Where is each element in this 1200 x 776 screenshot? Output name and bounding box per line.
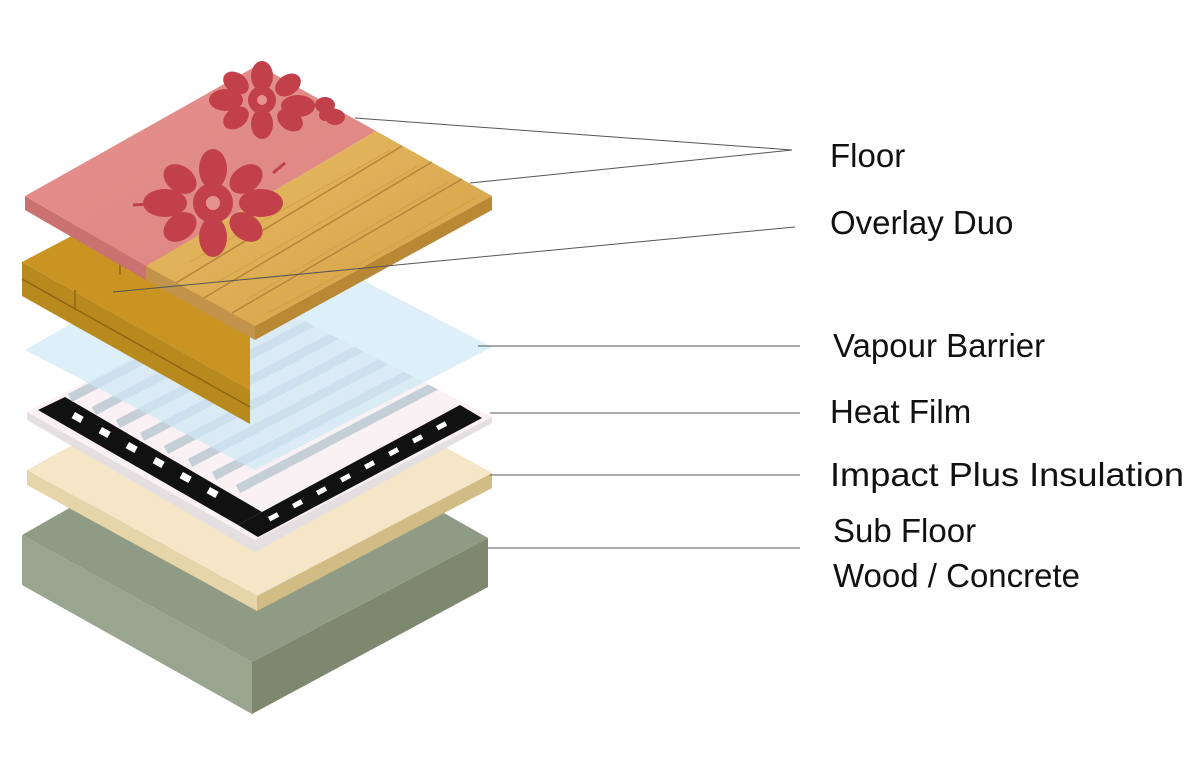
heat-film-left-slots [71,412,219,498]
subfloor-right-face [252,538,488,714]
label-sub-floor: Sub Floor [833,512,976,549]
wood-plank-seam-2 [203,161,433,299]
wood-plank-seam-3 [231,178,463,314]
leader-lines [112,117,800,549]
wood-plank-seam-1 [175,145,403,284]
wood-floor-panel [146,131,492,340]
overlay-groove-1 [21,278,251,408]
leader-line-overlay [112,226,796,293]
label-heat-film: Heat Film [830,393,971,430]
label-wood-concrete: Wood / Concrete [833,557,1080,594]
wood-left-face [146,266,255,340]
insulation-left-face [27,470,257,611]
flower-pattern-icon [315,97,345,125]
wood-grain-icon [189,149,476,313]
pink-floor-panel [25,61,376,280]
leader-line-floor-b [469,149,793,184]
wood-top-face [146,131,492,326]
label-floor: Floor [830,137,905,174]
flower-pattern-icon [209,61,315,139]
label-impact-plus-insulation: Impact Plus Insulation [830,456,1184,493]
label-overlay-duo: Overlay Duo [830,204,1013,241]
leader-line-floor-a [354,117,793,151]
layer-labels: Floor Overlay Duo Vapour Barrier Heat Fi… [830,137,1184,594]
label-vapour-barrier: Vapour Barrier [833,327,1045,364]
flower-pattern-icon [132,149,286,257]
heat-film-right-slots [268,421,448,522]
insulation-right-face [257,473,492,611]
subfloor-left-face [22,535,252,714]
heat-film-left-band [38,397,262,525]
wood-right-face [255,196,492,340]
pink-floor-front-face [25,196,146,280]
